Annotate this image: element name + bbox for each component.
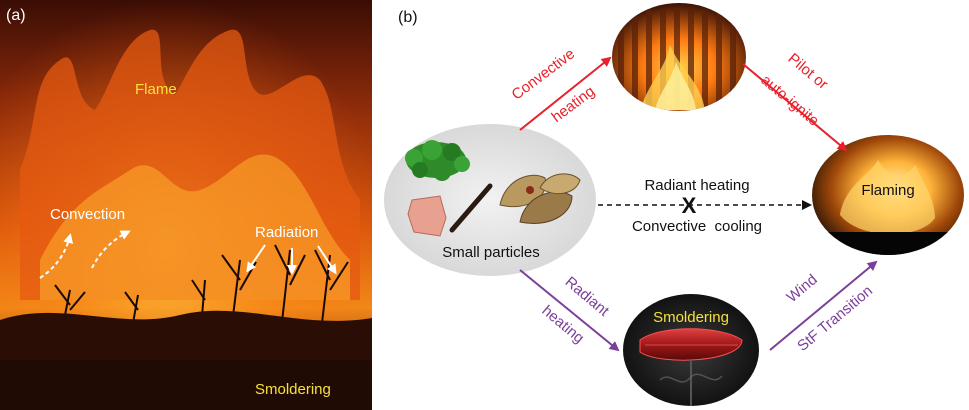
panel-b: (b) Sma bbox=[384, 3, 964, 406]
convective-heating-label-2: heating bbox=[549, 83, 599, 126]
flaming-node: Flaming bbox=[812, 135, 964, 255]
cross-mark: X bbox=[682, 193, 697, 218]
pilot-label-1: Pilot or bbox=[785, 50, 832, 93]
convection-label: Convection bbox=[50, 206, 125, 223]
radiant-heating-arrow bbox=[519, 269, 620, 352]
flaming-label: Flaming bbox=[861, 182, 914, 199]
moss-icon bbox=[405, 140, 470, 181]
radiation-arrow-3 bbox=[317, 245, 337, 275]
wind-label: Wind bbox=[784, 271, 821, 306]
small-particles-node: Small particles bbox=[384, 124, 596, 276]
radiation-arrow-1 bbox=[246, 244, 266, 273]
panel-a-label: (a) bbox=[6, 7, 26, 24]
convective-heating-label-1: Convective bbox=[509, 45, 578, 103]
bark-icon bbox=[407, 195, 447, 237]
smoldering-label-a: Smoldering bbox=[255, 381, 331, 398]
radiation-label: Radiation bbox=[255, 224, 318, 241]
flame-grid-icon bbox=[618, 10, 736, 110]
panel-b-label: (b) bbox=[398, 9, 418, 26]
twig-icon bbox=[449, 183, 493, 233]
radiant-label-1: Radiant bbox=[562, 273, 613, 320]
radiant-heating-center-label: Radiant heating bbox=[644, 177, 749, 194]
convective-heating-arrow bbox=[519, 56, 612, 131]
flame-plumes-bright bbox=[40, 154, 350, 300]
ground-dark bbox=[0, 360, 372, 410]
flame-label: Flame bbox=[135, 81, 177, 98]
small-particles-label: Small particles bbox=[442, 244, 540, 261]
convective-cooling-label: Convective cooling bbox=[632, 218, 762, 235]
smoldering-node: Smoldering bbox=[623, 294, 759, 406]
smoldering-label-b: Smoldering bbox=[653, 309, 729, 326]
leaves-icon bbox=[499, 173, 581, 224]
wind-stf-arrow bbox=[769, 260, 878, 351]
pilot-ignite-arrow bbox=[742, 63, 848, 152]
radiant-label-2: heating bbox=[539, 302, 588, 347]
convective-flame-node bbox=[612, 3, 746, 111]
panel-a: (a) Flame Convection Radiation Smolderin… bbox=[0, 0, 372, 410]
